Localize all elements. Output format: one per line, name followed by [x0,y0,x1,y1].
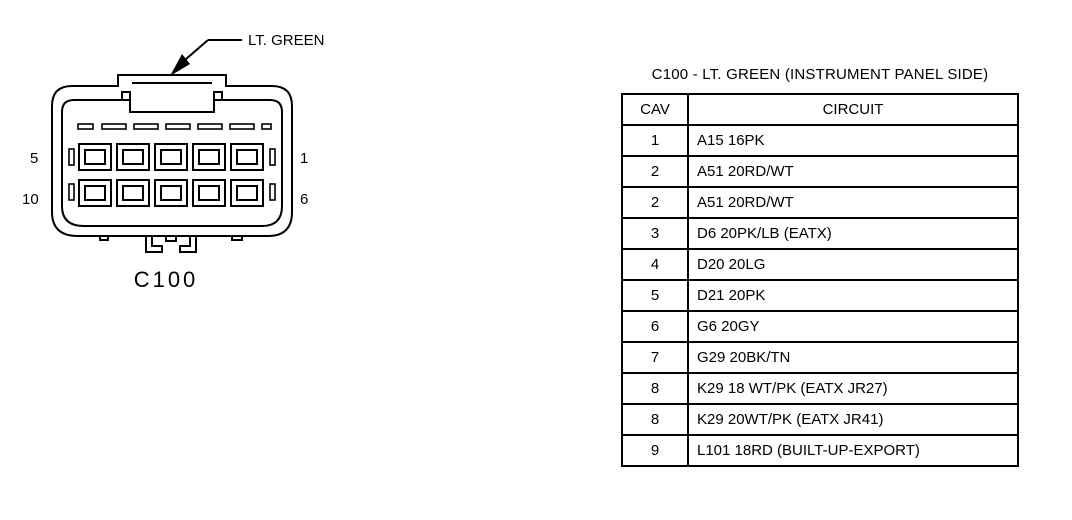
circuit-cell: D21 20PK [687,279,1019,312]
callout-arrow [170,39,242,76]
table-row: 8 K29 18 WT/PK (EATX JR27) [621,372,1019,405]
connector-diagram: LT. GREEN [22,32,324,292]
circuit-cell: A51 20RD/WT [687,186,1019,219]
cav-cell: 6 [621,310,689,343]
circuit-cell: L101 18RD (BUILT-UP-EXPORT) [687,434,1019,467]
table-row: 9 L101 18RD (BUILT-UP-EXPORT) [621,434,1019,467]
table-header-row: CAV CIRCUIT [621,93,1019,126]
circuit-cell: D20 20LG [687,248,1019,281]
connector-label: C100 [134,267,199,292]
cav-cell: 2 [621,155,689,188]
header-cav: CAV [621,93,689,126]
top-slots [77,123,272,130]
side-clips [68,148,276,201]
table-row: 3 D6 20PK/LB (EATX) [621,217,1019,250]
cavity-table: CAV CIRCUIT 1 A15 16PK 2 A51 20RD/WT 2 A… [621,93,1019,467]
circuit-cell: K29 18 WT/PK (EATX JR27) [687,372,1019,405]
table-row: 5 D21 20PK [621,279,1019,312]
cav-cell: 7 [621,341,689,374]
cav-cell: 2 [621,186,689,219]
table-row: 2 A51 20RD/WT [621,186,1019,219]
table-title: C100 - LT. GREEN (INSTRUMENT PANEL SIDE) [651,66,989,83]
pin-label-1: 1 [300,150,308,167]
cav-cell: 1 [621,124,689,157]
pin-label-10: 10 [22,191,39,208]
circuit-cell: A15 16PK [687,124,1019,157]
table-row: 2 A51 20RD/WT [621,155,1019,188]
cav-cell: 5 [621,279,689,312]
cav-cell: 3 [621,217,689,250]
cav-cell: 8 [621,372,689,405]
circuit-cell: G6 20GY [687,310,1019,343]
circuit-cell: A51 20RD/WT [687,155,1019,188]
connector-housing [51,74,293,253]
table-row: 4 D20 20LG [621,248,1019,281]
table-row: 7 G29 20BK/TN [621,341,1019,374]
color-callout: LT. GREEN [248,32,324,49]
circuit-cell: K29 20WT/PK (EATX JR41) [687,403,1019,436]
cav-cell: 9 [621,434,689,467]
pin-label-6: 6 [300,191,308,208]
table-row: 1 A15 16PK [621,124,1019,157]
pin-label-5: 5 [30,150,38,167]
circuit-cell: D6 20PK/LB (EATX) [687,217,1019,250]
cav-cell: 4 [621,248,689,281]
cavity-row-top [78,143,264,171]
cavity-row-bottom [78,179,264,207]
cav-cell: 8 [621,403,689,436]
table-row: 6 G6 20GY [621,310,1019,343]
header-circuit: CIRCUIT [687,93,1019,126]
circuit-cell: G29 20BK/TN [687,341,1019,374]
table-row: 8 K29 20WT/PK (EATX JR41) [621,403,1019,436]
